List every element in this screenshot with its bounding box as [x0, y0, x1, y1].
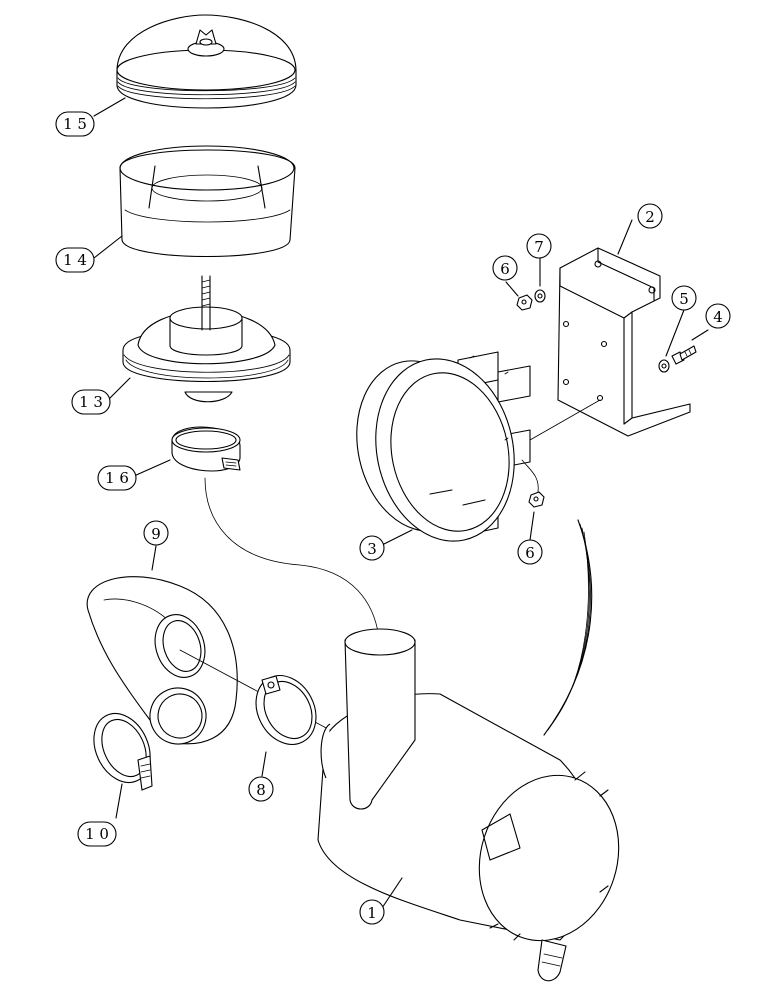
curved-assembly-arrow: [543, 519, 593, 736]
svg-text:1 0: 1 0: [85, 825, 109, 843]
svg-text:3: 3: [367, 540, 377, 558]
callout-16: 1 6: [97, 465, 137, 491]
callout-10: 1 0: [77, 821, 117, 847]
svg-text:1 4: 1 4: [63, 251, 87, 269]
svg-text:2: 2: [645, 208, 655, 226]
svg-text:6: 6: [525, 544, 535, 562]
svg-text:8: 8: [256, 781, 266, 799]
svg-text:1: 1: [367, 904, 377, 922]
callout-4: 4: [705, 303, 731, 329]
svg-text:5: 5: [679, 290, 689, 308]
callout-8: 8: [248, 776, 274, 802]
part-5-washer: [658, 359, 670, 373]
callout-9: 9: [143, 520, 169, 546]
svg-text:1 3: 1 3: [79, 393, 103, 411]
part-10-hose-clamp: [93, 713, 153, 791]
part-6-nut-lower: [528, 491, 545, 508]
callout-14: 1 4: [55, 247, 95, 273]
svg-text:1 6: 1 6: [105, 469, 129, 487]
part-13-cleaner-base: [122, 275, 291, 403]
part-8-hose-clamp: [255, 675, 317, 745]
part-9-elbow-hose: [86, 576, 238, 745]
callout-7: 7: [526, 233, 552, 259]
part-16-hose-clamp: [171, 426, 241, 472]
leader-lines: [93, 97, 709, 909]
callout-2: 2: [637, 203, 663, 229]
svg-text:9: 9: [151, 525, 161, 543]
svg-text:7: 7: [534, 238, 544, 256]
assembly-line-3: [529, 399, 601, 441]
part-15-cleaner-cover: [116, 14, 297, 109]
callout-1: 1: [359, 899, 385, 925]
callout-6-lower: 6: [517, 539, 543, 565]
part-6-nut-upper: [516, 294, 533, 311]
assembly-line-16: [204, 477, 381, 651]
svg-text:1 5: 1 5: [63, 115, 87, 133]
callout-3: 3: [359, 535, 385, 561]
assembly-line-6b: [521, 459, 539, 493]
svg-text:6: 6: [500, 260, 510, 278]
part-2-mounting-bracket: [557, 247, 691, 437]
callout-6-upper: 6: [492, 255, 518, 281]
callout-15: 1 5: [55, 111, 95, 137]
part-3-mounting-band: [356, 351, 531, 542]
part-14-cone-shield: [119, 145, 296, 257]
callout-13: 1 3: [71, 389, 111, 415]
part-1-air-cleaner-body: [317, 628, 620, 982]
callout-5: 5: [671, 285, 697, 311]
part-4-bolt: [671, 345, 697, 365]
svg-text:4: 4: [713, 308, 723, 326]
part-7-washer: [534, 289, 546, 303]
